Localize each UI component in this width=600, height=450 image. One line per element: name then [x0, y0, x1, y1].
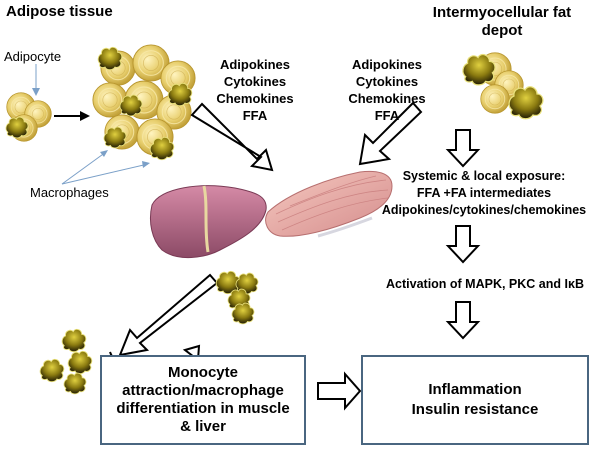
arrow-monocyte-to-inflammation — [317, 371, 362, 411]
expansion-arrow-head — [80, 111, 90, 121]
arrow-down-1 — [445, 129, 481, 168]
secretion-left-cytokines: Cytokines — [223, 74, 287, 89]
inflammation-line1: Inflammation — [428, 381, 522, 398]
secretions-left: Adipokines Cytokines Chemokines FFA — [210, 56, 300, 124]
imcl-title-line2: depot — [481, 22, 523, 39]
inflammation-box: Inflammation Insulin resistance — [361, 355, 589, 445]
exposure-text: Systemic & local exposure: FFA +FA inter… — [368, 168, 600, 219]
monocyte-line2: attraction/macrophage — [122, 382, 284, 399]
macrophage-pointer-head-2 — [142, 161, 150, 168]
arrow-organs-to-monocyte — [118, 273, 219, 357]
monocyte-line1: Monocyte — [167, 364, 238, 381]
macrophage-pointer-head-1 — [100, 150, 108, 157]
monocyte-line4: & liver — [180, 418, 226, 435]
muscle-illustration — [265, 170, 393, 238]
monocytes-lower-left — [39, 328, 93, 395]
imcl-title: Intermyocellular fat depot — [404, 4, 600, 40]
activation-text: Activation of MAPK, PKC and IκB — [386, 277, 584, 291]
monocyte-line3: differentiation in muscle — [116, 400, 290, 417]
arrow-adipose-to-organs — [190, 102, 274, 172]
adipocyte-pointer-head — [32, 88, 40, 96]
monocyte-box: Monocyte attraction/macrophage different… — [100, 355, 306, 445]
arrow-imcl-to-organs — [358, 101, 423, 166]
macrophages-near-liver — [215, 270, 259, 325]
macrophages-label: Macrophages — [30, 185, 109, 200]
secretion-left-chemokines: Chemokines — [216, 91, 294, 106]
inflammation-line2: Insulin resistance — [411, 401, 539, 418]
exposure-line2: FFA +FA intermediates — [416, 186, 552, 200]
secretion-right-adipokines: Adipokines — [351, 57, 423, 72]
imcl-cluster — [462, 52, 544, 120]
secretions-right: Adipokines Cytokines Chemokines FFA — [342, 56, 432, 124]
adipose-title: Adipose tissue — [6, 3, 113, 20]
secretion-left-ffa: FFA — [242, 108, 268, 123]
liver-illustration — [149, 185, 267, 259]
secretion-left-adipokines: Adipokines — [219, 57, 291, 72]
arrow-down-2 — [445, 225, 481, 264]
exposure-line3: Adipokines/cytokines/chemokines — [381, 203, 587, 217]
adipocyte-label: Adipocyte — [4, 49, 62, 64]
secretion-right-chemokines: Chemokines — [348, 91, 426, 106]
macrophage-pointers — [61, 151, 149, 185]
secretion-right-cytokines: Cytokines — [355, 74, 419, 89]
adipocyte-cluster-small — [5, 92, 52, 142]
exposure-line1: Systemic & local exposure: — [402, 169, 566, 183]
secretion-right-ffa: FFA — [374, 108, 400, 123]
arrow-down-3 — [445, 301, 481, 340]
imcl-title-line1: Intermyocellular fat — [432, 4, 572, 21]
